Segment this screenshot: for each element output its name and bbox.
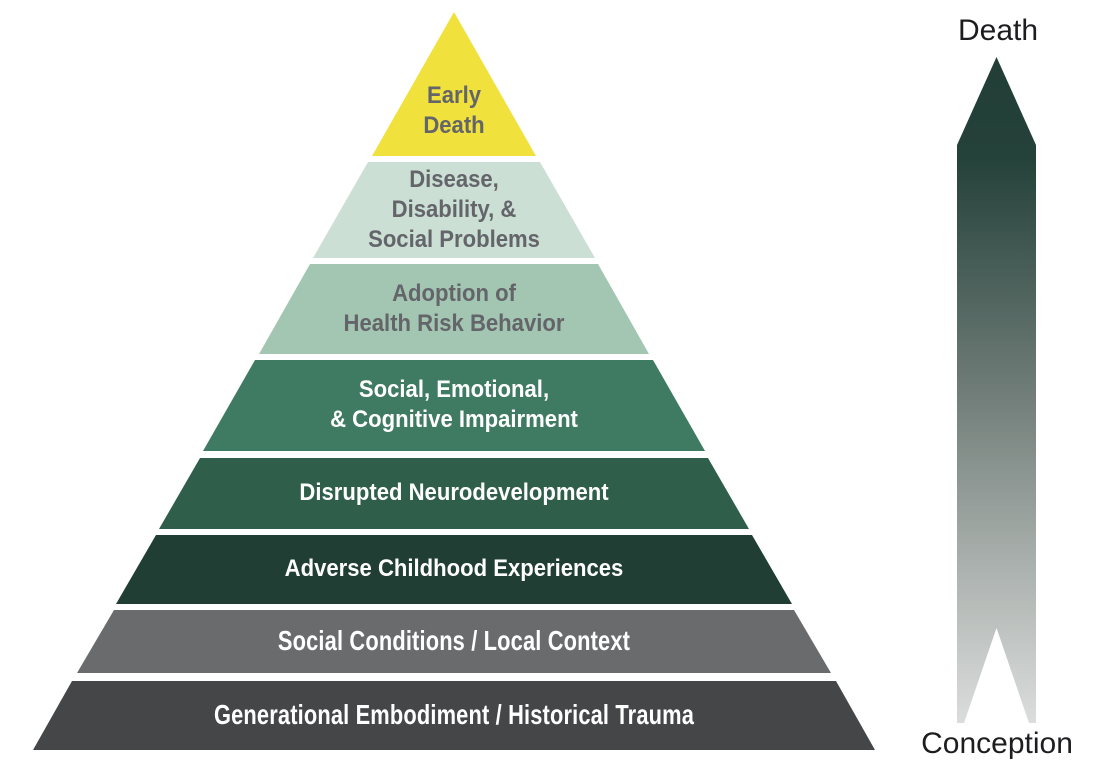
- level-label-generational-embodiment: Generational Embodiment / Historical Tra…: [214, 700, 694, 730]
- timeline-death-label: Death: [957, 14, 1039, 47]
- label-line: Social, Emotional,: [358, 376, 550, 403]
- label-line: & Cognitive Impairment: [330, 406, 578, 433]
- pyramid-level-generational-embodiment-shape: [33, 681, 875, 750]
- level-label-social-conditions: Social Conditions / Local Context: [278, 626, 630, 656]
- timeline-conception-label: Conception: [921, 727, 1073, 760]
- label-line: Disability, &: [391, 196, 517, 223]
- pyramid-level-social-conditions-shape: [77, 610, 831, 673]
- label-line: Disease,: [409, 166, 499, 193]
- pyramid-level-disrupted-neurodevelopment-shape: [159, 458, 749, 529]
- level-label-health-risk-behavior: Adoption of Health Risk Behavior: [344, 279, 565, 339]
- label-line: Early: [426, 82, 482, 109]
- level-label-adverse-childhood-experiences: Adverse Childhood Experiences: [285, 554, 624, 584]
- label-line: Death: [423, 112, 485, 139]
- pyramid-level-adverse-childhood-experiences-shape: [116, 535, 792, 604]
- pyramid-level-disease-disability-shape: [313, 162, 595, 258]
- label-line: Health Risk Behavior: [343, 310, 565, 337]
- label-line: Adverse Childhood Experiences: [284, 555, 624, 582]
- timeline-arrow: [957, 57, 1036, 723]
- label-line: Social Conditions / Local Context: [277, 625, 631, 656]
- level-label-cognitive-impairment: Social, Emotional, & Cognitive Impairmen…: [330, 375, 578, 435]
- label-line: Disrupted Neurodevelopment: [299, 479, 609, 506]
- pyramid-level-early-death-shape: [372, 12, 536, 156]
- label-line: Social Problems: [368, 226, 540, 253]
- label-line: Adoption of: [392, 280, 516, 307]
- level-label-early-death: Early Death: [423, 81, 484, 141]
- level-label-disrupted-neurodevelopment: Disrupted Neurodevelopment: [299, 478, 608, 508]
- pyramid-level-health-risk-behavior-shape: [259, 264, 649, 354]
- pyramid-level-cognitive-impairment-shape: [203, 360, 705, 451]
- label-line: Generational Embodiment / Historical Tra…: [213, 699, 695, 730]
- level-label-disease-disability: Disease, Disability, & Social Problems: [368, 165, 540, 255]
